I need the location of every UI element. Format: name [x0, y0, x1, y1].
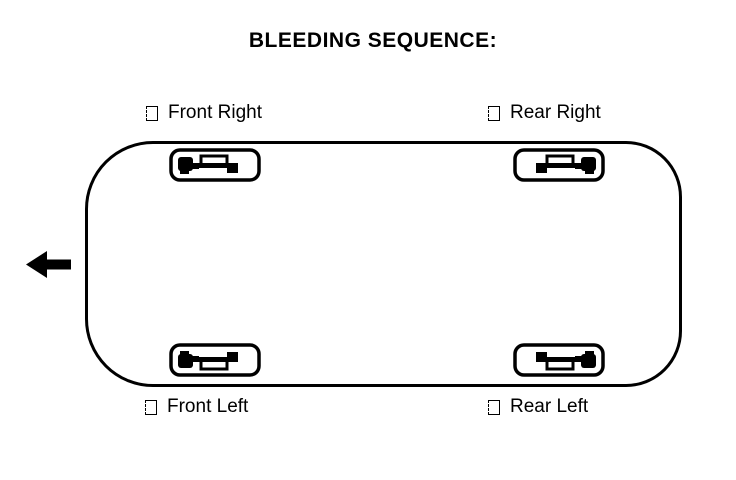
- wheel-front-right: [169, 148, 261, 182]
- missing-glyph-box-icon: [145, 399, 157, 415]
- missing-glyph-box-icon: [146, 105, 158, 121]
- wheel-rear-right: [513, 148, 605, 182]
- label-front-left: Front Left: [145, 396, 248, 418]
- label-front-right-text: Front Right: [168, 102, 262, 123]
- missing-glyph-box-icon: [488, 105, 500, 121]
- wheel-rear-left: [513, 343, 605, 377]
- wheel-with-brake-caliper-icon: [513, 148, 605, 182]
- label-rear-left: Rear Left: [488, 396, 588, 418]
- label-front-right: Front Right: [146, 102, 262, 124]
- left-arrow-icon: [26, 251, 71, 278]
- label-rear-right: Rear Right: [488, 102, 601, 124]
- wheel-with-brake-caliper-icon: [169, 343, 261, 377]
- label-rear-left-text: Rear Left: [510, 396, 589, 417]
- label-rear-right-text: Rear Right: [510, 102, 601, 123]
- missing-glyph-box-icon: [488, 399, 500, 415]
- wheel-with-brake-caliper-icon: [513, 343, 605, 377]
- page-title: BLEEDING SEQUENCE:: [248, 29, 498, 52]
- label-front-left-text: Front Left: [167, 396, 249, 417]
- wheel-front-left: [169, 343, 261, 377]
- wheel-with-brake-caliper-icon: [169, 148, 261, 182]
